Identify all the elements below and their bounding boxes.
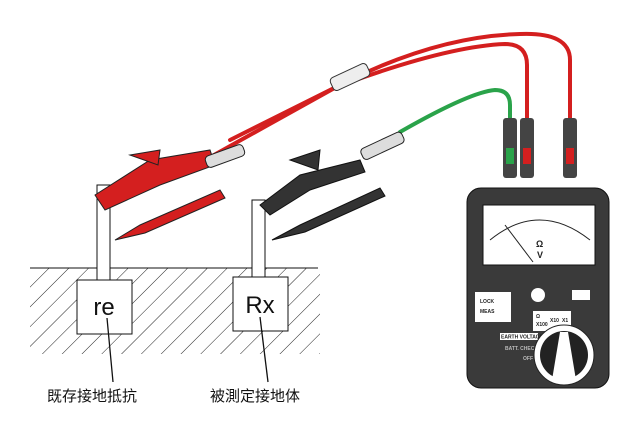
red-plug-1: [520, 118, 534, 178]
test-leads: [203, 31, 572, 162]
light-button[interactable]: [572, 290, 590, 300]
existing-electrode-caption: 既存接地抵抗: [47, 387, 137, 405]
red-plug-2: [563, 118, 577, 178]
plugs: [503, 118, 577, 178]
red-probe: [114, 189, 226, 241]
range-ohm: Ω: [536, 314, 540, 320]
off-label: OFF: [523, 356, 533, 362]
earth-voltage-label: EARTH VOLTAGE: [501, 335, 544, 341]
red-alligator-clip: [94, 144, 246, 211]
existing-electrode-symbol: re: [93, 294, 114, 321]
test-electrode: Rx: [232, 199, 289, 383]
scale-ohm: Ω: [536, 239, 543, 249]
red-lead-long: [228, 31, 572, 142]
earth-tester: Ω V LOCK MEAS Ω X100 X10 X1 EARTH VOLTAG…: [466, 187, 610, 389]
zero-adjust-knob[interactable]: [531, 288, 545, 302]
range-x1: X1: [562, 318, 568, 324]
range-x100: X100: [536, 322, 548, 328]
existing-electrode: re: [76, 184, 133, 383]
test-electrode-caption: 被測定接地体: [210, 387, 300, 405]
range-x10: X10: [550, 318, 559, 324]
green-plug: [503, 118, 517, 178]
batt-check-label: BATT. CHECK: [505, 346, 538, 352]
range-selector-dial[interactable]: [533, 324, 595, 386]
green-lead: [398, 87, 512, 134]
black-alligator-clip: [259, 131, 405, 216]
test-electrode-symbol: Rx: [245, 292, 274, 319]
scale-volt: V: [537, 250, 543, 260]
black-probe: [271, 187, 386, 241]
red-lead-short: [348, 41, 529, 124]
meas-label: MEAS: [480, 309, 495, 315]
lock-label: LOCK: [480, 299, 495, 305]
